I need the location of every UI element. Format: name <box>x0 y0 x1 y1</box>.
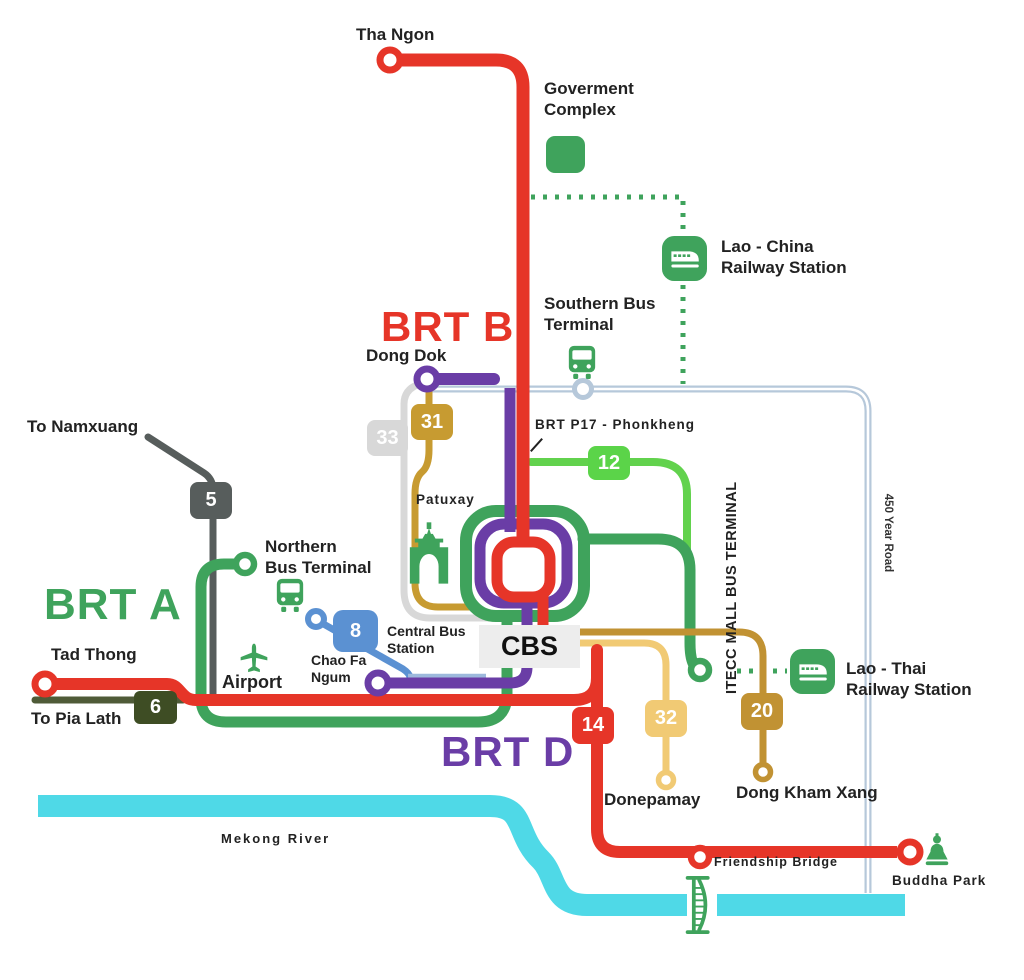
lao-china-line1: Lao - China <box>721 237 814 256</box>
brt-b-red-line <box>390 53 530 547</box>
chao-fa-ngum-label: Chao Fa Ngum <box>311 652 366 686</box>
year-road-label: 450 Year Road <box>882 493 894 573</box>
northern-bus-line2: Bus Terminal <box>265 557 372 577</box>
buddha-park-terminus <box>896 838 924 866</box>
red-loop-inner <box>491 536 556 603</box>
northern-bus-terminus <box>232 551 258 577</box>
route-33-line <box>400 378 552 622</box>
route-8-terminus <box>305 608 327 630</box>
to-pia-lath-label: To Pia Lath <box>31 709 122 728</box>
government-complex-line1: Goverment <box>544 79 634 98</box>
route-badge-8: 8 <box>333 610 378 652</box>
route-32-line <box>576 639 670 776</box>
to-namxuang-label: To Namxuang <box>27 417 139 436</box>
southern-bus-label: Southern Bus Terminal <box>544 294 655 335</box>
northern-bus-label: Northern Bus Terminal <box>265 537 371 578</box>
patuxay-monument-icon <box>406 520 452 591</box>
chao-fa-ngum-terminus <box>364 669 392 697</box>
route-badge-32: 32 <box>645 700 687 737</box>
lao-china-train-icon <box>662 236 707 286</box>
southern-bus-line1: Southern Bus <box>544 294 656 313</box>
lao-china-label: Lao - China Railway Station <box>721 237 847 278</box>
route-12-line <box>527 458 691 556</box>
patuxay-label: Patuxay <box>416 492 475 507</box>
friendship-bridge-icon <box>684 874 716 941</box>
mekong-river-label: Mekong River <box>221 831 331 846</box>
tha-ngon-label: Tha Ngon <box>356 25 435 44</box>
buddha-icon <box>922 832 952 877</box>
route-badge-14: 14 <box>572 707 614 744</box>
route-badge-33: 33 <box>367 420 408 456</box>
year-road-line-center <box>432 387 870 893</box>
government-complex-label: Goverment Complex <box>544 79 634 120</box>
route-badge-12: 12 <box>588 446 630 480</box>
cbs-station-box: CBS <box>479 625 580 668</box>
lao-thai-line2: Railway Station <box>846 679 972 699</box>
northern-bus-icon <box>272 576 308 619</box>
tad-thong-label: Tad Thong <box>51 645 137 664</box>
road-stop-marker <box>572 378 594 400</box>
dong-dok-terminus <box>413 365 441 393</box>
tad-thong-terminus <box>31 670 59 698</box>
donepamay-terminus <box>655 769 677 791</box>
dong-kham-xang-terminus <box>752 761 774 783</box>
brt-d-label: BRT D <box>441 728 575 775</box>
brt-a-label: BRT A <box>44 580 182 629</box>
friendship-bridge-stop <box>687 844 713 870</box>
brt-a-green-line <box>195 558 513 728</box>
friendship-bridge-label: Friendship Bridge <box>714 855 838 869</box>
route-14-line <box>591 662 897 858</box>
mekong-river-band <box>38 795 687 916</box>
government-complex-icon <box>546 136 585 173</box>
central-bus-line1: Central Bus <box>387 623 466 639</box>
northern-bus-line1: Northern <box>265 537 337 556</box>
route-badge-20: 20 <box>741 693 783 730</box>
route-20-line <box>576 628 767 768</box>
central-bus-label: Central Bus Station <box>387 623 466 657</box>
lao-thai-train-icon <box>790 649 835 699</box>
dong-kham-xang-label: Dong Kham Xang <box>736 783 878 802</box>
brt-p17-label: BRT P17 - Phonkheng <box>535 417 696 432</box>
southern-bus-line2: Terminal <box>544 314 614 334</box>
itecc-mall-terminal-label: ITECC MALL BUS TERMINAL <box>724 481 740 694</box>
route-31-line <box>411 380 477 611</box>
cbs-label: CBS <box>500 631 558 661</box>
airport-plane-icon <box>238 641 270 682</box>
itecc-terminus <box>687 657 713 683</box>
dong-dok-label: Dong Dok <box>366 346 447 365</box>
lao-china-line2: Railway Station <box>721 257 847 277</box>
route-badge-31: 31 <box>411 404 453 440</box>
chao-fa-ngum-line2: Ngum <box>311 669 351 686</box>
route-badge-6: 6 <box>134 691 177 724</box>
central-bus-line2: Station <box>387 640 435 657</box>
buddha-park-label: Buddha Park <box>892 873 987 888</box>
lao-china-rail-link-dotted <box>531 194 686 384</box>
brt-b-label: BRT B <box>381 303 515 350</box>
chao-fa-ngum-line1: Chao Fa <box>311 652 367 668</box>
government-complex-line2: Complex <box>544 99 616 119</box>
donepamay-label: Donepamay <box>604 790 701 809</box>
airport-label: Airport <box>222 672 282 692</box>
lao-thai-label: Lao - Thai Railway Station <box>846 659 972 700</box>
lao-thai-line1: Lao - Thai <box>846 659 927 678</box>
southern-bus-icon <box>564 343 600 386</box>
tha-ngon-terminus <box>376 46 404 74</box>
route-badge-5: 5 <box>190 482 232 519</box>
